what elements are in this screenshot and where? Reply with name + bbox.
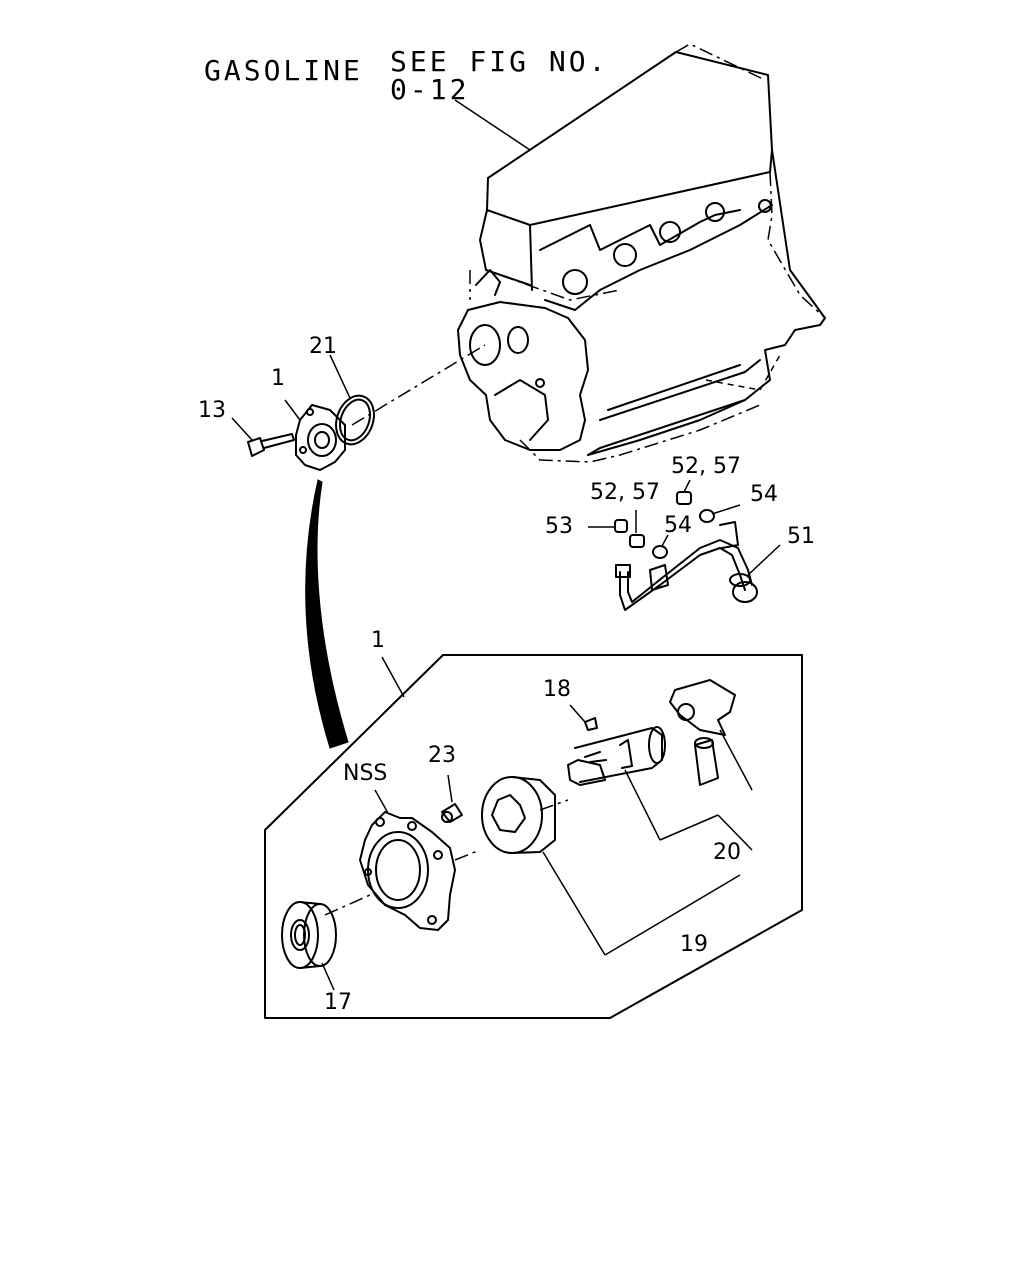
callout-54-right: 54 [750,482,778,507]
oil-pipe-51 [615,521,781,611]
oil-pump-assembly-small [284,399,346,471]
callout-20: 20 [713,840,741,865]
pump-housing [359,789,456,931]
fig-number: 0-12 [390,73,470,106]
callout-19: 19 [680,932,708,957]
callout-52-57-lower: 52, 57 [590,480,660,505]
callout-21: 21 [309,334,337,359]
leader-line-engine-ref [454,99,531,151]
engine-block-illustration [457,43,826,463]
callout-1-top: 1 [271,366,285,391]
callout-17: 17 [324,990,352,1015]
fuel-type-label: GASOLINE [204,54,363,87]
oil-seal-17 [281,901,337,991]
callout-13: 13 [198,398,226,423]
callout-18: 18 [543,677,571,702]
callout-23: 23 [428,743,456,768]
detail-pointer-arrow [305,479,349,749]
leader-line-1-detail [381,656,405,698]
centerline-pump-to-engine [351,344,486,426]
callout-1-detail: 1 [371,628,385,653]
pin-23 [441,774,463,823]
bolt-13 [231,417,295,457]
see-fig-reference: SEE FIG NO. [390,45,609,78]
o-ring-21 [329,354,375,446]
outer-rotor [481,776,741,956]
detail-centerline [324,799,569,916]
callout-52-57-upper: 52, 57 [671,454,741,479]
key-18 [569,704,598,731]
callout-51: 51 [787,524,815,549]
callout-nss: NSS [343,761,388,786]
callout-54-left: 54 [664,513,692,538]
drive-shaft-assembly [567,679,753,851]
detail-box-frame [264,654,803,1019]
callout-53: 53 [545,514,573,539]
pipe-fittings [588,479,741,559]
